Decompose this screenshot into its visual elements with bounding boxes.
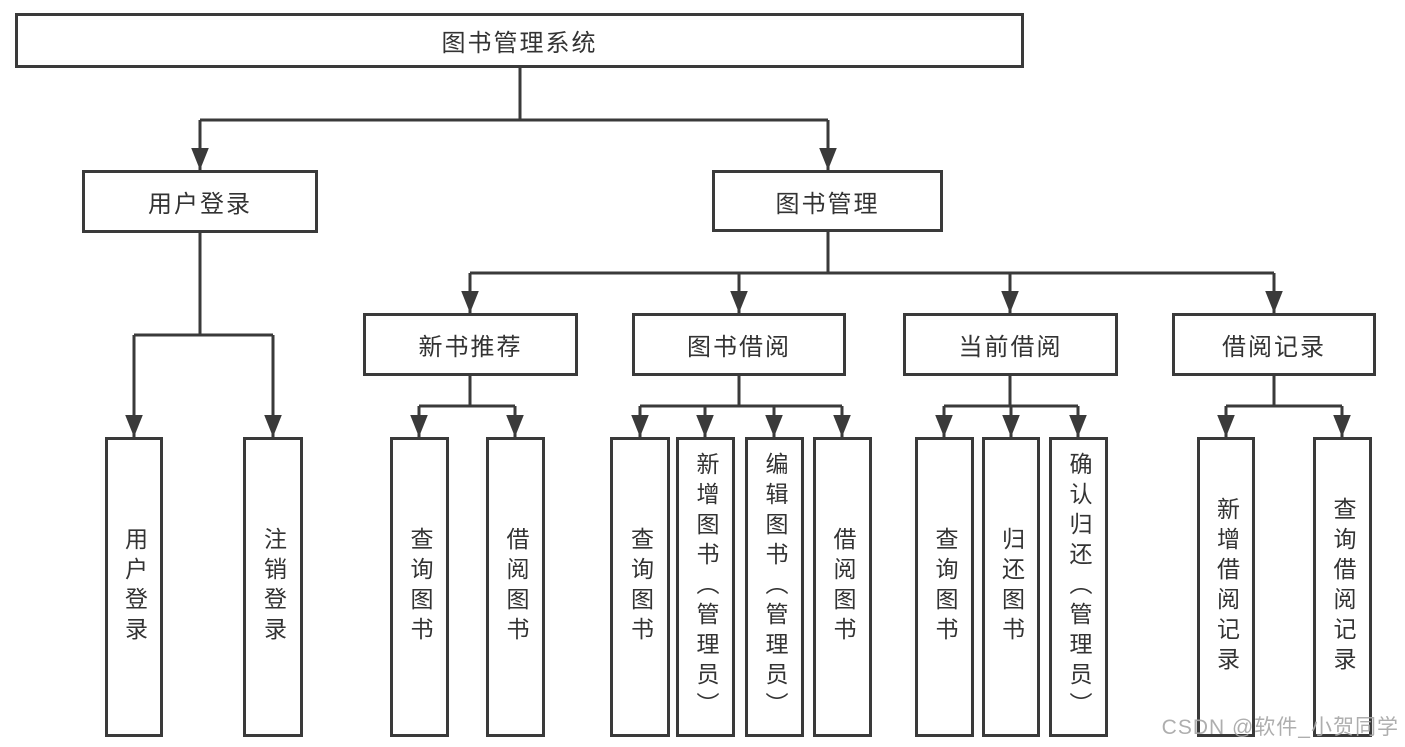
- node-label: 注销登录: [260, 527, 287, 647]
- leaf-query-books-recommend: 查询图书: [390, 437, 449, 737]
- leaf-add-borrow-record: 新增借阅记录: [1197, 437, 1255, 737]
- node-label: 图书借阅: [687, 334, 791, 361]
- node-label: 借阅图书: [503, 527, 529, 647]
- csdn-watermark: CSDN @软件_小贺同学: [1161, 716, 1399, 739]
- node-label: 编辑图书（管理员）: [762, 452, 788, 722]
- leaf-borrow-books-recommend: 借阅图书: [486, 437, 545, 737]
- leaf-query-books-current: 查询图书: [915, 437, 974, 737]
- node-label: 新书推荐: [418, 334, 523, 361]
- leaf-add-books-admin: 新增图书（管理员）: [676, 437, 735, 737]
- node-label: 图书管理: [775, 190, 880, 218]
- node-label: 查询图书: [932, 527, 958, 647]
- node-book-borrow: 图书借阅: [632, 313, 846, 376]
- node-label: 查询借阅记录: [1330, 497, 1356, 677]
- leaf-confirm-return-admin: 确认归还（管理员）: [1049, 437, 1108, 737]
- node-label: 借阅图书: [830, 527, 856, 647]
- node-label: 查询图书: [627, 527, 654, 647]
- node-label: 借阅记录: [1222, 334, 1326, 361]
- node-new-book-recommend: 新书推荐: [363, 313, 578, 376]
- leaf-logout: 注销登录: [243, 437, 303, 737]
- node-library-management-system: 图书管理系统: [15, 13, 1024, 68]
- leaf-borrow-books: 借阅图书: [813, 437, 872, 737]
- leaf-edit-books-admin: 编辑图书（管理员）: [745, 437, 804, 737]
- leaf-query-books-borrow: 查询图书: [610, 437, 670, 737]
- node-label: 当前借阅: [958, 334, 1063, 361]
- node-borrow-records: 借阅记录: [1172, 313, 1376, 376]
- node-label: 图书管理系统: [441, 30, 598, 57]
- node-label: 归还图书: [998, 527, 1025, 647]
- node-label: 新增借阅记录: [1213, 497, 1240, 677]
- node-label: 确认归还（管理员）: [1066, 452, 1092, 722]
- node-user-login-branch: 用户登录: [82, 170, 318, 233]
- node-current-borrow: 当前借阅: [903, 313, 1118, 376]
- leaf-return-books: 归还图书: [982, 437, 1040, 737]
- node-label: 用户登录: [121, 527, 148, 647]
- node-label: 查询图书: [407, 527, 433, 647]
- leaf-query-borrow-record: 查询借阅记录: [1313, 437, 1372, 737]
- node-label: 用户登录: [148, 191, 252, 218]
- node-label: 新增图书（管理员）: [693, 452, 719, 722]
- leaf-user-login: 用户登录: [105, 437, 163, 737]
- node-book-management: 图书管理: [712, 170, 943, 232]
